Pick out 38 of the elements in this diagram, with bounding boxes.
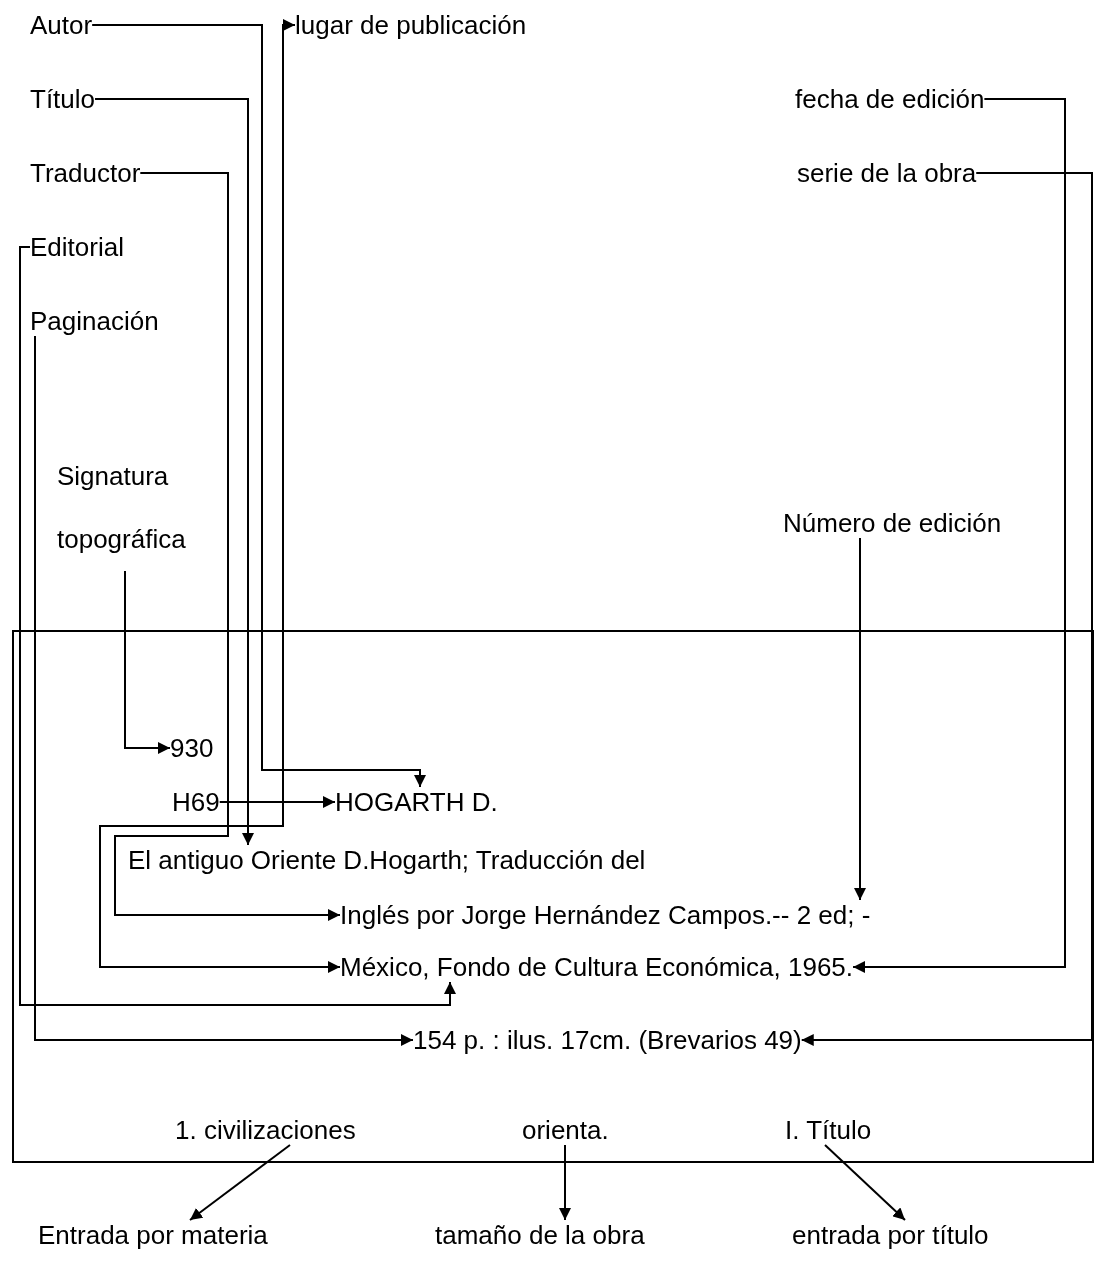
- leader-arrow: [124, 570, 171, 754]
- field-label: serie de la obra: [797, 158, 977, 188]
- leader-arrow: [34, 335, 414, 1046]
- field-label: Editorial: [30, 232, 124, 262]
- leader-arrow: [559, 1144, 571, 1221]
- field-label: Signatura topográfica: [57, 445, 227, 571]
- catalog-card: [12, 630, 1094, 1163]
- leader-arrow: [824, 1144, 906, 1221]
- card-text: HOGARTH D.: [335, 787, 498, 817]
- card-text: 154 p. : ilus. 17cm. (Brevarios 49): [413, 1025, 802, 1055]
- field-label: Título: [30, 84, 96, 114]
- leader-arrow: [94, 98, 254, 846]
- field-label: fecha de edición: [795, 84, 985, 114]
- leader-arrow: [19, 246, 456, 1006]
- field-label: Número de edición: [783, 508, 1002, 538]
- leader-arrow: [189, 1144, 291, 1221]
- field-label: entrada por título: [792, 1220, 989, 1250]
- leader-arrow: [91, 24, 426, 788]
- field-label: Paginación: [30, 306, 159, 336]
- leader-arrow: [800, 172, 1093, 1046]
- card-text: 1. civilizaciones: [175, 1115, 356, 1145]
- leader-arrow: [218, 796, 336, 808]
- card-text: H69: [172, 787, 220, 817]
- card-text: El antiguo Oriente D.Hogarth; Traducción del: [128, 845, 646, 875]
- field-label: Entrada por materia: [38, 1220, 268, 1250]
- field-label: tamaño de la obra: [435, 1220, 645, 1250]
- field-label: lugar de publicación: [295, 10, 527, 40]
- card-text: Inglés por Jorge Hernández Campos.-- 2 ed; -: [340, 900, 871, 930]
- card-text: orienta.: [522, 1115, 609, 1145]
- card-text: México, Fondo de Cultura Económica, 1965.: [340, 952, 854, 982]
- leader-arrow: [854, 537, 866, 901]
- field-label: Autor: [30, 10, 93, 40]
- leader-arrow: [852, 98, 1066, 973]
- card-text: I. Título: [785, 1115, 872, 1145]
- leader-arrow: [114, 172, 341, 921]
- card-text: 930: [170, 733, 214, 763]
- leader-arrow: [99, 19, 341, 973]
- field-label: Traductor: [30, 158, 141, 188]
